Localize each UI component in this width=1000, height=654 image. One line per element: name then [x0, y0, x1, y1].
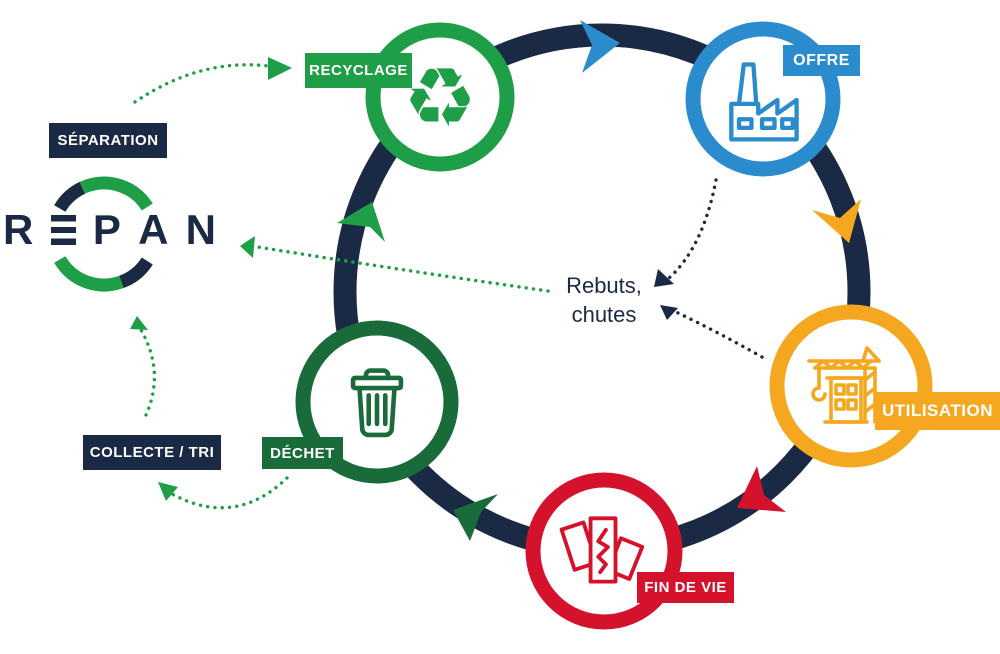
dotted-arrow-rebuts-to-logo [256, 245, 550, 293]
ring-arrow-orange [812, 199, 861, 243]
arrowhead-to-logo-left [240, 236, 255, 258]
logo-letter-p: P [92, 206, 121, 253]
dotted-arrow-utilisation-to-rebuts [674, 310, 764, 359]
label-dechet: DÉCHET [262, 437, 343, 469]
dotted-arrow-separation-to-recyclage [133, 63, 270, 104]
logo-letter-n: N [185, 206, 216, 253]
logo-arcs [54, 176, 153, 292]
dotted-arrow-offre-to-rebuts [666, 178, 718, 281]
arrowhead-to-collecte [158, 482, 178, 501]
label-separation: SÉPARATION [49, 123, 167, 158]
recycle-icon: ♻ [403, 51, 477, 146]
center-note-rebuts-chutes: Rebuts, chutes [566, 273, 642, 327]
logo-letter-a: A [138, 206, 169, 253]
navy-dotted-arrows [666, 178, 764, 359]
green-dotted-arrows [133, 63, 550, 510]
label-offre: OFFRE [783, 45, 860, 76]
broken-panel-icon [559, 516, 645, 584]
label-fin-de-vie: FIN DE VIE [637, 572, 734, 603]
trash-bin-icon [350, 368, 404, 438]
dotted-arrow-dechet-to-collecte [170, 476, 289, 510]
crane-building-icon [807, 346, 881, 424]
logo-letter-e: E [50, 207, 76, 253]
ring-arrow-darkgreen [453, 494, 498, 541]
ring-arrow-red [737, 466, 786, 512]
arrowhead-rebuts-top [654, 269, 674, 287]
label-utilisation: UTILISATION [875, 392, 1000, 430]
ring-arrow-blue [580, 20, 620, 73]
label-collecte-tri: COLLECTE / TRI [83, 435, 221, 470]
label-recyclage: RECYCLAGE [305, 53, 412, 88]
arrowhead-to-logo-up [130, 316, 148, 330]
logo-letter-r: R [3, 206, 34, 253]
arrowhead-rebuts-bottom [660, 305, 678, 320]
repan-logo: R E P A N [3, 207, 216, 253]
arrowhead-to-recyclage [268, 57, 292, 80]
ring-arrow-green [337, 202, 385, 242]
factory-icon [729, 62, 799, 142]
dotted-arrow-collecte-to-logo [139, 328, 157, 417]
